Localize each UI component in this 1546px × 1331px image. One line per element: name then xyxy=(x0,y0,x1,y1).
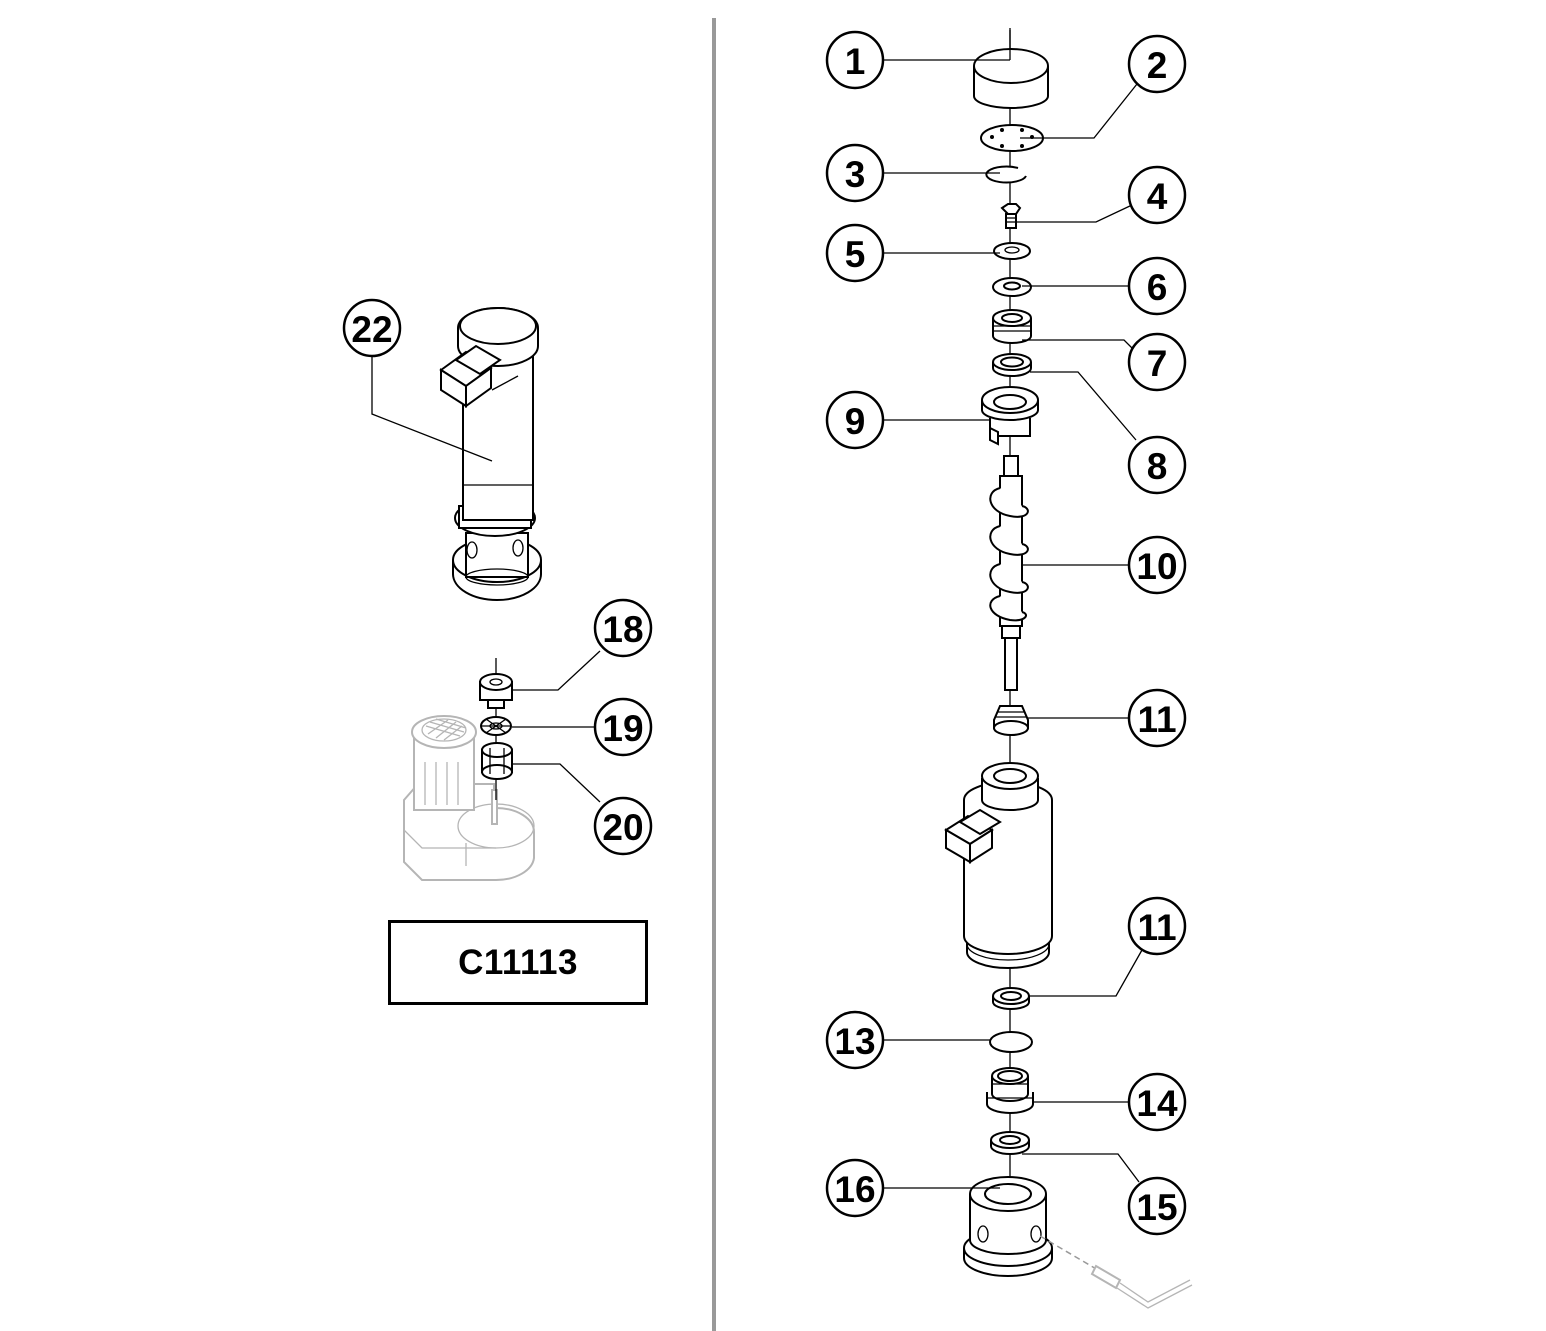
callout-4: 4 xyxy=(1127,165,1187,225)
callout-13-label: 13 xyxy=(834,1021,875,1062)
part-9-flange xyxy=(981,386,1039,446)
callout-3: 3 xyxy=(825,143,885,203)
callout-8-label: 8 xyxy=(1147,446,1168,487)
callout-6-label: 6 xyxy=(1147,267,1168,308)
main-cylinder xyxy=(944,762,1053,969)
part-8-bearing xyxy=(992,353,1032,377)
callout-10: 10 xyxy=(1127,535,1187,595)
callout-15: 15 xyxy=(1127,1176,1187,1236)
callout-16: 16 xyxy=(825,1158,885,1218)
part-16-end-housing xyxy=(963,1176,1053,1277)
callout-11-lower-label: 11 xyxy=(1137,907,1176,948)
callout-15-label: 15 xyxy=(1136,1187,1177,1228)
gear-motor-ghost xyxy=(403,715,535,882)
callout-20-label: 20 xyxy=(602,807,643,848)
callout-19-label: 19 xyxy=(602,708,643,749)
spider-insert xyxy=(480,716,512,736)
callout-9: 9 xyxy=(825,390,885,450)
callout-10-label: 10 xyxy=(1136,546,1177,587)
callout-22: 22 xyxy=(342,298,402,358)
callout-14-label: 14 xyxy=(1136,1083,1178,1124)
drive-coupling xyxy=(481,742,513,780)
callout-11-upper: 11 xyxy=(1127,688,1187,748)
callout-5: 5 xyxy=(825,223,885,283)
callout-11-upper-label: 11 xyxy=(1137,699,1176,740)
hex-key-pin xyxy=(1039,1235,1193,1309)
callout-22-label: 22 xyxy=(351,309,392,350)
callout-8: 8 xyxy=(1127,435,1187,495)
part-5-washer xyxy=(993,242,1031,260)
callout-3-label: 3 xyxy=(845,154,866,195)
callout-2: 2 xyxy=(1127,34,1187,94)
callout-11-lower: 11 xyxy=(1127,896,1187,956)
part-4-bolt xyxy=(1000,203,1022,229)
part-3-snap-ring xyxy=(985,165,1027,184)
callout-4-label: 4 xyxy=(1147,176,1168,217)
callout-20: 20 xyxy=(593,796,653,856)
callout-7-label: 7 xyxy=(1147,343,1168,384)
callout-16-label: 16 xyxy=(834,1169,875,1210)
part-14-sleeve xyxy=(986,1067,1034,1114)
assembled-unit xyxy=(439,307,542,601)
part-11-seal-lower xyxy=(992,987,1030,1010)
callout-1-label: 1 xyxy=(845,41,866,82)
callout-18-label: 18 xyxy=(602,609,643,650)
part-7-bushing xyxy=(992,309,1032,344)
callout-2-label: 2 xyxy=(1147,45,1168,86)
callout-19: 19 xyxy=(593,697,653,757)
part-6-washer xyxy=(992,277,1032,297)
callout-13: 13 xyxy=(825,1010,885,1070)
callout-14: 14 xyxy=(1127,1072,1187,1132)
callout-9-label: 9 xyxy=(845,401,866,442)
callout-6: 6 xyxy=(1127,256,1187,316)
callout-7: 7 xyxy=(1127,332,1187,392)
coupling-hub xyxy=(479,673,513,709)
drawing-code: C11113 xyxy=(458,942,578,982)
part-11-seal-upper xyxy=(993,705,1029,736)
part-13-o-ring xyxy=(989,1031,1033,1053)
part-1-cap xyxy=(973,30,1049,109)
callout-1: 1 xyxy=(825,30,885,90)
part-10-auger xyxy=(989,455,1029,691)
callout-5-label: 5 xyxy=(845,234,866,275)
callout-18: 18 xyxy=(593,598,653,658)
part-15-bearing xyxy=(990,1131,1030,1155)
drawing-code-box: C11113 xyxy=(388,920,648,1005)
